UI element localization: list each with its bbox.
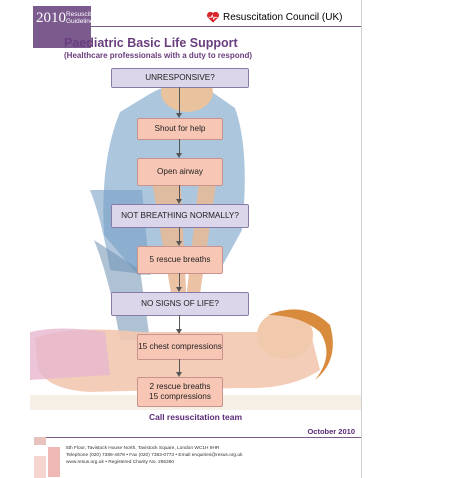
flow-arrow xyxy=(179,315,180,329)
step-unresponsive-label: UNRESPONSIVE? xyxy=(145,73,215,82)
heart-icon xyxy=(207,11,219,23)
guidelines-label: Resuscitation Guidelines xyxy=(66,11,105,25)
flow-arrowhead xyxy=(176,113,182,118)
step-open-airway: Open airway xyxy=(137,158,223,186)
step-shout-for-help: Shout for help xyxy=(137,118,223,140)
guidelines-badge: 2010 Resuscitation Guidelines xyxy=(33,6,105,48)
footer-address: 5th Floor, Tavistock House North, Tavist… xyxy=(66,446,220,451)
guidelines-line-2: Guidelines xyxy=(66,18,97,25)
step-shout-for-help-label: Shout for help xyxy=(154,124,206,133)
page-title: Paediatric Basic Life Support xyxy=(64,36,238,50)
step-no-signs-of-life-label: NO SIGNS OF LIFE? xyxy=(141,299,219,308)
call-resuscitation-team: Call resuscitation team xyxy=(148,412,243,422)
step-no-signs-of-life: NO SIGNS OF LIFE? xyxy=(111,292,249,316)
publication-date: October 2010 xyxy=(307,427,355,436)
step-5-rescue-breaths: 5 rescue breaths xyxy=(137,246,223,274)
page-subtitle: (Healthcare professionals with a duty to… xyxy=(64,51,253,60)
step-open-airway-label: Open airway xyxy=(157,167,203,176)
header-rule xyxy=(90,26,361,27)
footer-deco-square xyxy=(34,456,46,478)
footer-deco-square xyxy=(48,447,60,477)
flow-arrow xyxy=(179,273,180,287)
step-not-breathing-normally: NOT BREATHING NORMALLY? xyxy=(111,204,249,228)
footer-deco-square xyxy=(34,437,46,445)
flow-arrow xyxy=(179,227,180,241)
organisation-logo: Resuscitation Council (UK) xyxy=(206,10,343,24)
step-unresponsive: UNRESPONSIVE? xyxy=(111,68,249,88)
flow-arrow xyxy=(179,359,180,372)
step-not-breathing-normally-label: NOT BREATHING NORMALLY? xyxy=(121,211,239,220)
flow-arrow xyxy=(179,87,180,113)
page-edge xyxy=(361,0,362,478)
step-compressions-label: 15 compressions xyxy=(149,392,211,401)
step-15-chest-compressions: 15 chest compressions xyxy=(137,334,223,360)
poster-page: 2010 Resuscitation Guidelines Resuscitat… xyxy=(30,0,361,478)
flow-arrowhead xyxy=(176,372,182,377)
flow-arrowhead xyxy=(176,199,182,204)
step-breaths-compressions-cycle: 2 rescue breaths 15 compressions xyxy=(137,377,223,407)
flow-arrow xyxy=(179,185,180,199)
step-15-chest-compressions-label: 15 chest compressions xyxy=(138,342,222,351)
flow-arrow xyxy=(179,139,180,153)
step-breaths-label: 2 rescue breaths xyxy=(149,382,211,391)
guidelines-line-1: Resuscitation xyxy=(66,11,106,18)
flow-arrowhead xyxy=(176,153,182,158)
flow-arrowhead xyxy=(176,329,182,334)
footer-rule xyxy=(36,437,361,438)
footer-contact: Telephone (020) 7388-4678 • Fax (020) 73… xyxy=(66,453,243,458)
year-label: 2010 xyxy=(36,10,66,26)
footer-website: www.resus.org.uk • Registered Charity No… xyxy=(66,460,175,465)
step-5-rescue-breaths-label: 5 rescue breaths xyxy=(149,255,211,264)
flow-arrowhead xyxy=(176,287,182,292)
organisation-name: Resuscitation Council (UK) xyxy=(223,11,343,23)
flow-arrowhead xyxy=(176,241,182,246)
